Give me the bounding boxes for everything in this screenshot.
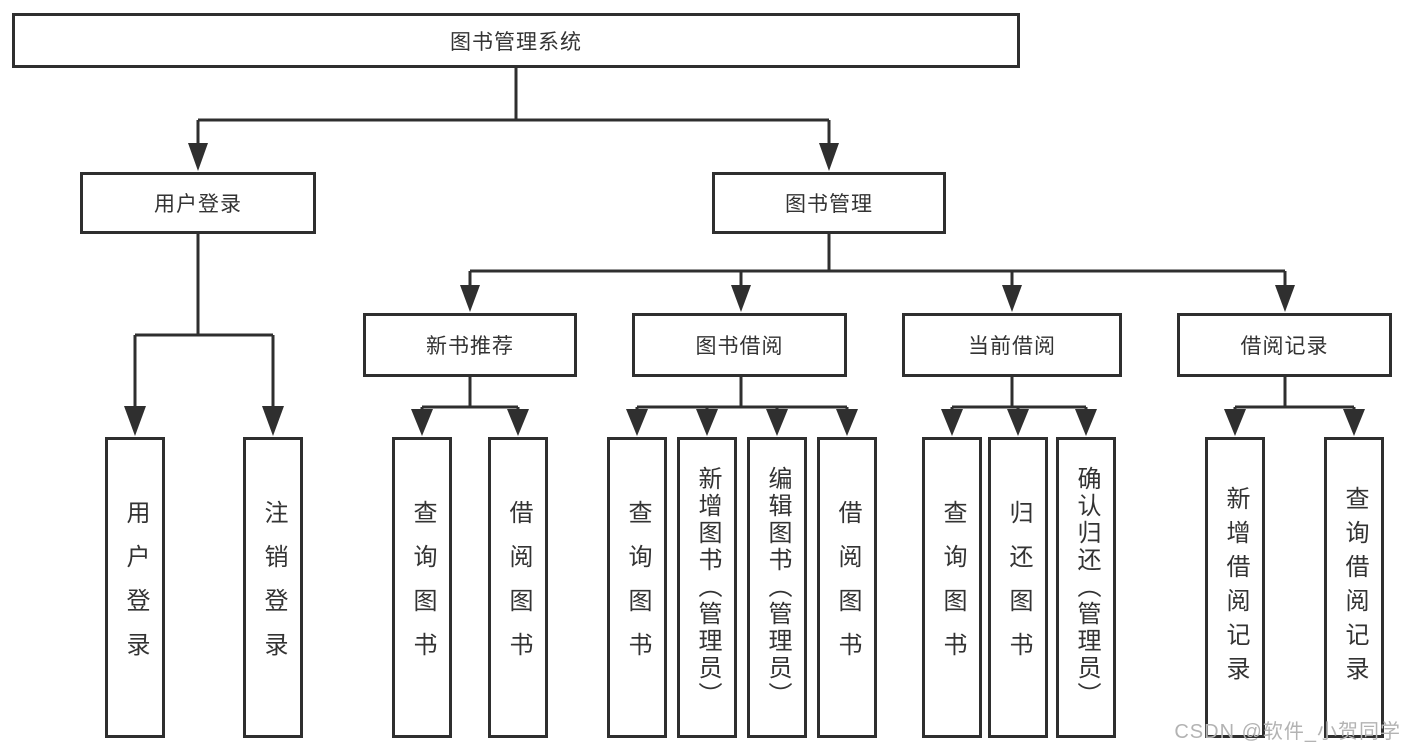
- node-new-book-recommendation: 新书推荐: [363, 313, 577, 377]
- node-label: 借阅记录: [1240, 335, 1329, 358]
- leaf-borrowing-query-books: 查询图书: [607, 437, 667, 738]
- node-label: 新增图书（管理员）: [694, 466, 721, 709]
- node-label: 新增借阅记录: [1222, 485, 1249, 690]
- node-label: 当前借阅: [968, 335, 1056, 358]
- leaf-current-query-books: 查询图书: [922, 437, 982, 738]
- leaf-user-login: 用户登录: [105, 437, 165, 738]
- node-label: 用户登录: [154, 193, 242, 216]
- node-book-management: 图书管理: [712, 172, 946, 234]
- node-label: 查询图书: [939, 499, 966, 676]
- node-label: 确认归还（管理员）: [1073, 466, 1100, 709]
- leaf-current-return-books: 归还图书: [988, 437, 1048, 738]
- node-label: 借阅图书: [834, 499, 861, 676]
- leaf-borrowing-borrow-books: 借阅图书: [817, 437, 877, 738]
- node-label: 图书借阅: [695, 335, 784, 358]
- node-label: 图书管理: [785, 193, 873, 216]
- node-label: 编辑图书（管理员）: [764, 466, 791, 709]
- node-label: 注销登录: [260, 499, 287, 676]
- leaf-borrowing-add-books-admin: 新增图书（管理员）: [677, 437, 737, 738]
- node-current-borrowing: 当前借阅: [902, 313, 1122, 377]
- node-label: 借阅图书: [505, 499, 532, 676]
- node-library-management-system: 图书管理系统: [12, 13, 1020, 68]
- leaf-newbooks-borrow-books: 借阅图书: [488, 437, 548, 738]
- node-label: 归还图书: [1005, 499, 1032, 676]
- node-label: 用户登录: [122, 499, 149, 676]
- leaf-records-query-record: 查询借阅记录: [1324, 437, 1384, 738]
- leaf-current-confirm-return-admin: 确认归还（管理员）: [1056, 437, 1116, 738]
- node-label: 查询图书: [624, 499, 651, 676]
- leaf-records-add-record: 新增借阅记录: [1205, 437, 1265, 738]
- node-user-login: 用户登录: [80, 172, 316, 234]
- node-borrowing-records: 借阅记录: [1177, 313, 1392, 377]
- leaf-newbooks-query-books: 查询图书: [392, 437, 452, 738]
- node-label: 查询借阅记录: [1341, 485, 1368, 690]
- node-label: 图书管理系统: [450, 30, 582, 54]
- node-label: 查询图书: [409, 499, 436, 676]
- leaf-borrowing-edit-books-admin: 编辑图书（管理员）: [747, 437, 807, 738]
- leaf-logout: 注销登录: [243, 437, 303, 738]
- csdn-watermark: CSDN @软件_小贺同学: [1174, 721, 1401, 743]
- node-label: 新书推荐: [426, 335, 514, 358]
- node-book-borrowing: 图书借阅: [632, 313, 847, 377]
